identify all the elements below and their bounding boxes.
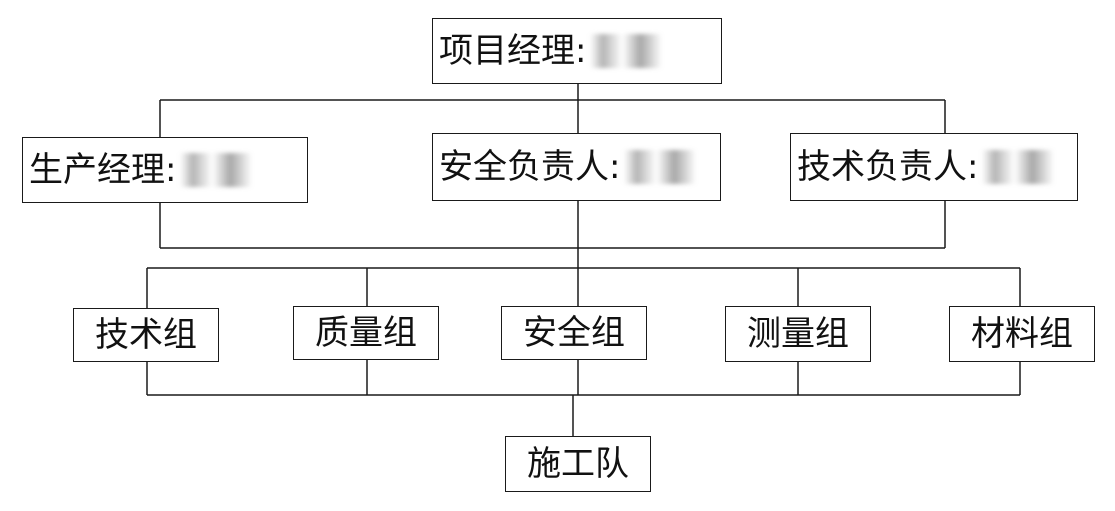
construction-team-box: 施工队 <box>505 436 651 492</box>
group-label: 安全组 <box>523 313 625 353</box>
safety-lead-label: 安全负责人: <box>439 147 621 187</box>
group-box-survey: 测量组 <box>725 306 871 362</box>
group-label: 质量组 <box>315 313 417 353</box>
production-manager-label: 生产经理: <box>29 150 177 190</box>
project-manager-label: 项目经理: <box>439 31 587 71</box>
group-box-technical: 技术组 <box>73 308 219 362</box>
production-manager-box: 生产经理: <box>22 137 308 203</box>
group-label: 技术组 <box>95 315 197 355</box>
redacted-name <box>624 150 697 184</box>
project-manager-box: 项目经理: <box>432 18 722 84</box>
group-box-safety: 安全组 <box>501 306 647 360</box>
group-box-materials: 材料组 <box>949 306 1095 362</box>
technical-lead-box: 技术负责人: <box>790 133 1078 201</box>
technical-lead-label: 技术负责人: <box>797 147 979 187</box>
redacted-name <box>590 34 663 68</box>
redacted-name <box>982 150 1055 184</box>
construction-team-label: 施工队 <box>527 444 629 484</box>
group-label: 材料组 <box>971 314 1073 354</box>
safety-lead-box: 安全负责人: <box>432 133 721 201</box>
redacted-name <box>180 153 253 187</box>
group-box-quality: 质量组 <box>293 306 439 360</box>
group-label: 测量组 <box>747 314 849 354</box>
